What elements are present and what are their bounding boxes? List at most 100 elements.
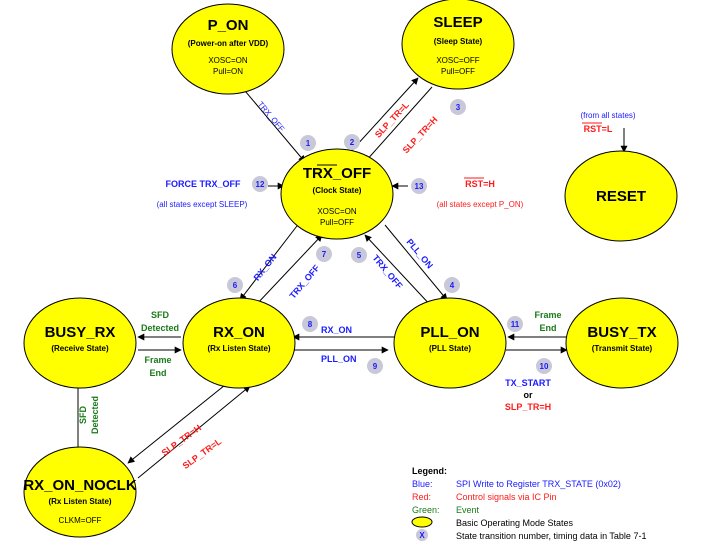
- rxon-desc: (Rx Listen State): [207, 344, 270, 353]
- legend-red-text: Control signals via IC Pin: [456, 492, 557, 502]
- arrow-sleep-to-trxoff: [364, 86, 433, 163]
- state-pllon: [393, 297, 507, 389]
- badge-2-text: 2: [350, 138, 355, 147]
- noclk-line1: CLKM=OFF: [59, 516, 102, 525]
- badge-6-text: 6: [233, 281, 238, 290]
- label-sfd-1: SFD: [151, 310, 170, 320]
- trxoff-desc: (Clock State): [313, 186, 362, 195]
- label-rsth-note: (all states except P_ON): [437, 200, 524, 209]
- badge-8: [302, 316, 318, 332]
- label-sfd-2: Detected: [141, 323, 179, 333]
- label-from-all: (from all states): [580, 111, 635, 120]
- legend: Legend: Blue: SPI Write to Register TRX_…: [411, 466, 646, 541]
- label-rstl: RST=L: [584, 124, 613, 134]
- noclk-name: RX_ON_NOCLK: [23, 477, 137, 494]
- state-sleep: [401, 0, 515, 90]
- trxoff-line1: XOSC=ON: [317, 207, 357, 216]
- badge-3-text: 3: [456, 103, 461, 112]
- label-frame-2: End: [150, 368, 167, 378]
- badge-11: [507, 316, 523, 332]
- legend-green-key: Green:: [412, 505, 440, 515]
- label-txframe-1: Frame: [534, 310, 561, 320]
- legend-blue-key: Blue:: [412, 479, 433, 489]
- sleep-line2: Pull=OFF: [441, 67, 475, 76]
- label-t3: SLP_TR=H: [401, 115, 440, 156]
- badge-3: [450, 99, 466, 115]
- legend-title: Legend:: [412, 466, 447, 476]
- trxoff-line2: Pull=OFF: [320, 218, 354, 227]
- legend-green-text: Event: [456, 505, 480, 515]
- pon-name: P_ON: [208, 17, 249, 34]
- legend-x-key: X: [419, 531, 425, 540]
- badge-5: [351, 247, 367, 263]
- arrow-pllon-to-trxoff: [364, 234, 434, 309]
- badge-7-text: 7: [322, 250, 327, 259]
- legend-red-key: Red:: [412, 492, 431, 502]
- badge-9-text: 9: [373, 362, 378, 371]
- badge-11-text: 11: [511, 320, 520, 329]
- badge-13: [411, 178, 427, 194]
- badge-2: [344, 134, 360, 150]
- label-t9: PLL_ON: [321, 354, 357, 364]
- badge-7: [316, 246, 332, 262]
- state-rxon: [182, 297, 296, 389]
- label-frame-1: Frame: [144, 355, 171, 365]
- label-tx-start: TX_START: [505, 378, 551, 388]
- states: [23, 0, 679, 538]
- badge-10-text: 10: [540, 362, 549, 371]
- badge-6: [227, 277, 243, 293]
- busyrx-name: BUSY_RX: [45, 324, 116, 341]
- state-busytx: [565, 297, 679, 389]
- arrow-pon-to-trxoff: [239, 84, 306, 163]
- badge-4-text: 4: [450, 281, 455, 290]
- state-trxoff: [280, 148, 394, 240]
- badge-1: [300, 135, 316, 151]
- arrow-noclk-to-rxon: [137, 385, 251, 479]
- arrow-trxoff-to-rxon: [239, 221, 301, 301]
- label-t1: TRX_OFF: [256, 100, 286, 134]
- pon-desc: (Power-on after VDD): [188, 39, 269, 48]
- label-t2: SLP_TR=L: [373, 99, 412, 139]
- legend-badge-swatch: [416, 529, 428, 541]
- reset-name: RESET: [596, 188, 646, 205]
- label-tx-slp: SLP_TR=H: [505, 402, 551, 412]
- sleep-desc: (Sleep State): [434, 37, 483, 46]
- badge-9: [367, 358, 383, 374]
- sleep-name: SLEEP: [433, 14, 482, 31]
- label-t6: RX_ON: [252, 252, 279, 283]
- busyrx-desc: (Receive State): [51, 344, 109, 353]
- badge-13-text: 13: [415, 182, 424, 191]
- busytx-name: BUSY_TX: [587, 324, 656, 341]
- pllon-desc: (PLL State): [429, 344, 471, 353]
- state-pon: [171, 3, 285, 95]
- arrow-rxon-to-noclk: [127, 376, 236, 464]
- pon-line2: Pull=ON: [213, 67, 243, 76]
- label-sfd-v1: SFD: [78, 405, 88, 424]
- badge-5-text: 5: [357, 251, 362, 260]
- label-force: FORCE TRX_OFF: [165, 179, 241, 189]
- badge-12-text: 12: [256, 180, 265, 189]
- badge-10: [536, 358, 552, 374]
- badge-8-text: 8: [308, 320, 313, 329]
- pon-line1: XOSC=ON: [208, 56, 248, 65]
- badge-12: [252, 176, 268, 192]
- state-reset: [564, 150, 678, 242]
- badge-1-text: 1: [306, 139, 311, 148]
- label-t7: TRX_OFF: [288, 262, 322, 300]
- legend-blue-text: SPI Write to Register TRX_STATE (0x02): [456, 479, 621, 489]
- noclk-desc: (Rx Listen State): [48, 497, 111, 506]
- busytx-desc: (Transmit State): [592, 344, 653, 353]
- rxon-name: RX_ON: [213, 324, 265, 341]
- label-sfd-v2: Detected: [90, 396, 100, 434]
- state-rxonnoclk: [23, 446, 137, 538]
- state-busyrx: [23, 297, 137, 389]
- trxoff-name: TRX_OFF: [303, 165, 371, 182]
- label-t8: RX_ON: [321, 325, 352, 335]
- label-txframe-2: End: [540, 323, 557, 333]
- sleep-line1: XOSC=OFF: [436, 56, 479, 65]
- label-rsth: RST=H: [465, 179, 495, 189]
- arrow-trxoff-to-pllon: [384, 224, 448, 301]
- arrow-rxon-to-trxoff: [255, 234, 323, 306]
- pllon-name: PLL_ON: [420, 324, 479, 341]
